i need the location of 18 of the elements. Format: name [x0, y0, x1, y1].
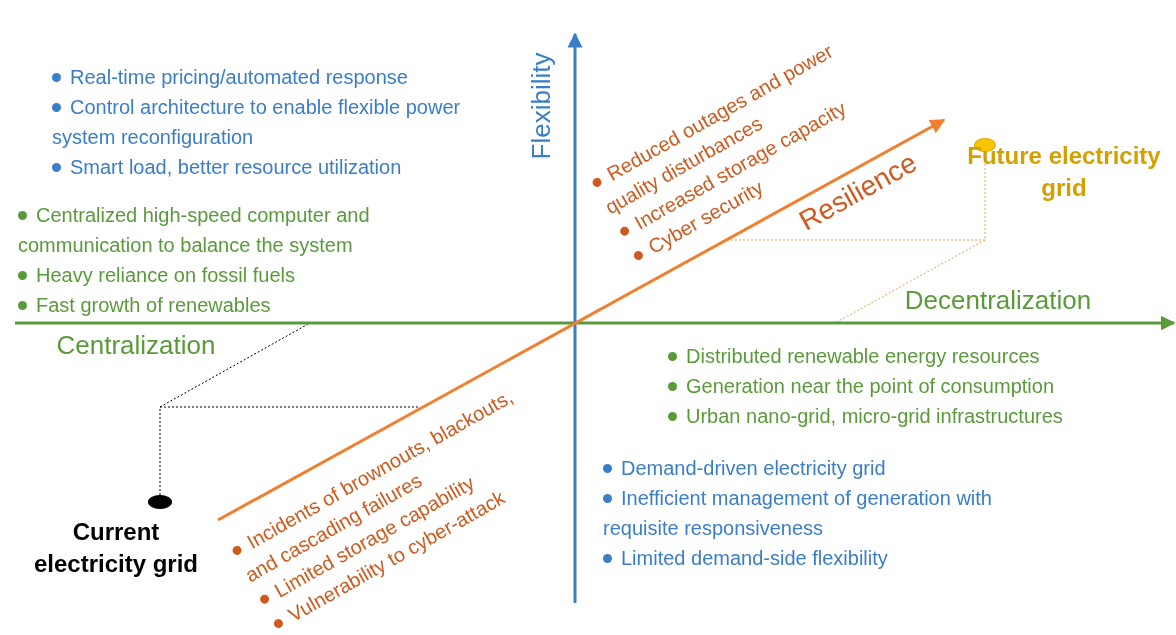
- bullet-item: Fast growth of renewables: [18, 290, 468, 320]
- bullet-item: Limited demand-side flexibility: [603, 543, 1053, 573]
- bullet-item: Distributed renewable energy resources: [668, 341, 1176, 371]
- grid-name: Future electricity grid: [966, 141, 1162, 203]
- bullet-item: Control architecture to enable flexible power system reconfiguration: [52, 92, 502, 152]
- axis-label: Centralization: [56, 329, 216, 361]
- bullet-item: Demand-driven electricity grid: [603, 453, 1053, 483]
- bullet-item: Inefficient management of generation with requisite responsiveness: [603, 483, 1053, 543]
- axis-label: Flexibility: [525, 52, 557, 160]
- bullet-item: Urban nano-grid, micro-grid infrastructures: [668, 401, 1176, 431]
- bullet-item: Smart load, better resource utilization: [52, 152, 502, 182]
- bullet-item: Centralized high-speed computer and communication to balance the system: [18, 200, 468, 260]
- bullet-item: Heavy reliance on fossil fuels: [18, 260, 468, 290]
- grid-point-marker: [148, 495, 172, 509]
- bullet-item: Generation near the point of consumption: [668, 371, 1176, 401]
- bullet-item: Real-time pricing/automated response: [52, 62, 502, 92]
- axis-label: Decentralization: [904, 284, 1092, 316]
- grid-name: Current electricity grid: [32, 517, 200, 579]
